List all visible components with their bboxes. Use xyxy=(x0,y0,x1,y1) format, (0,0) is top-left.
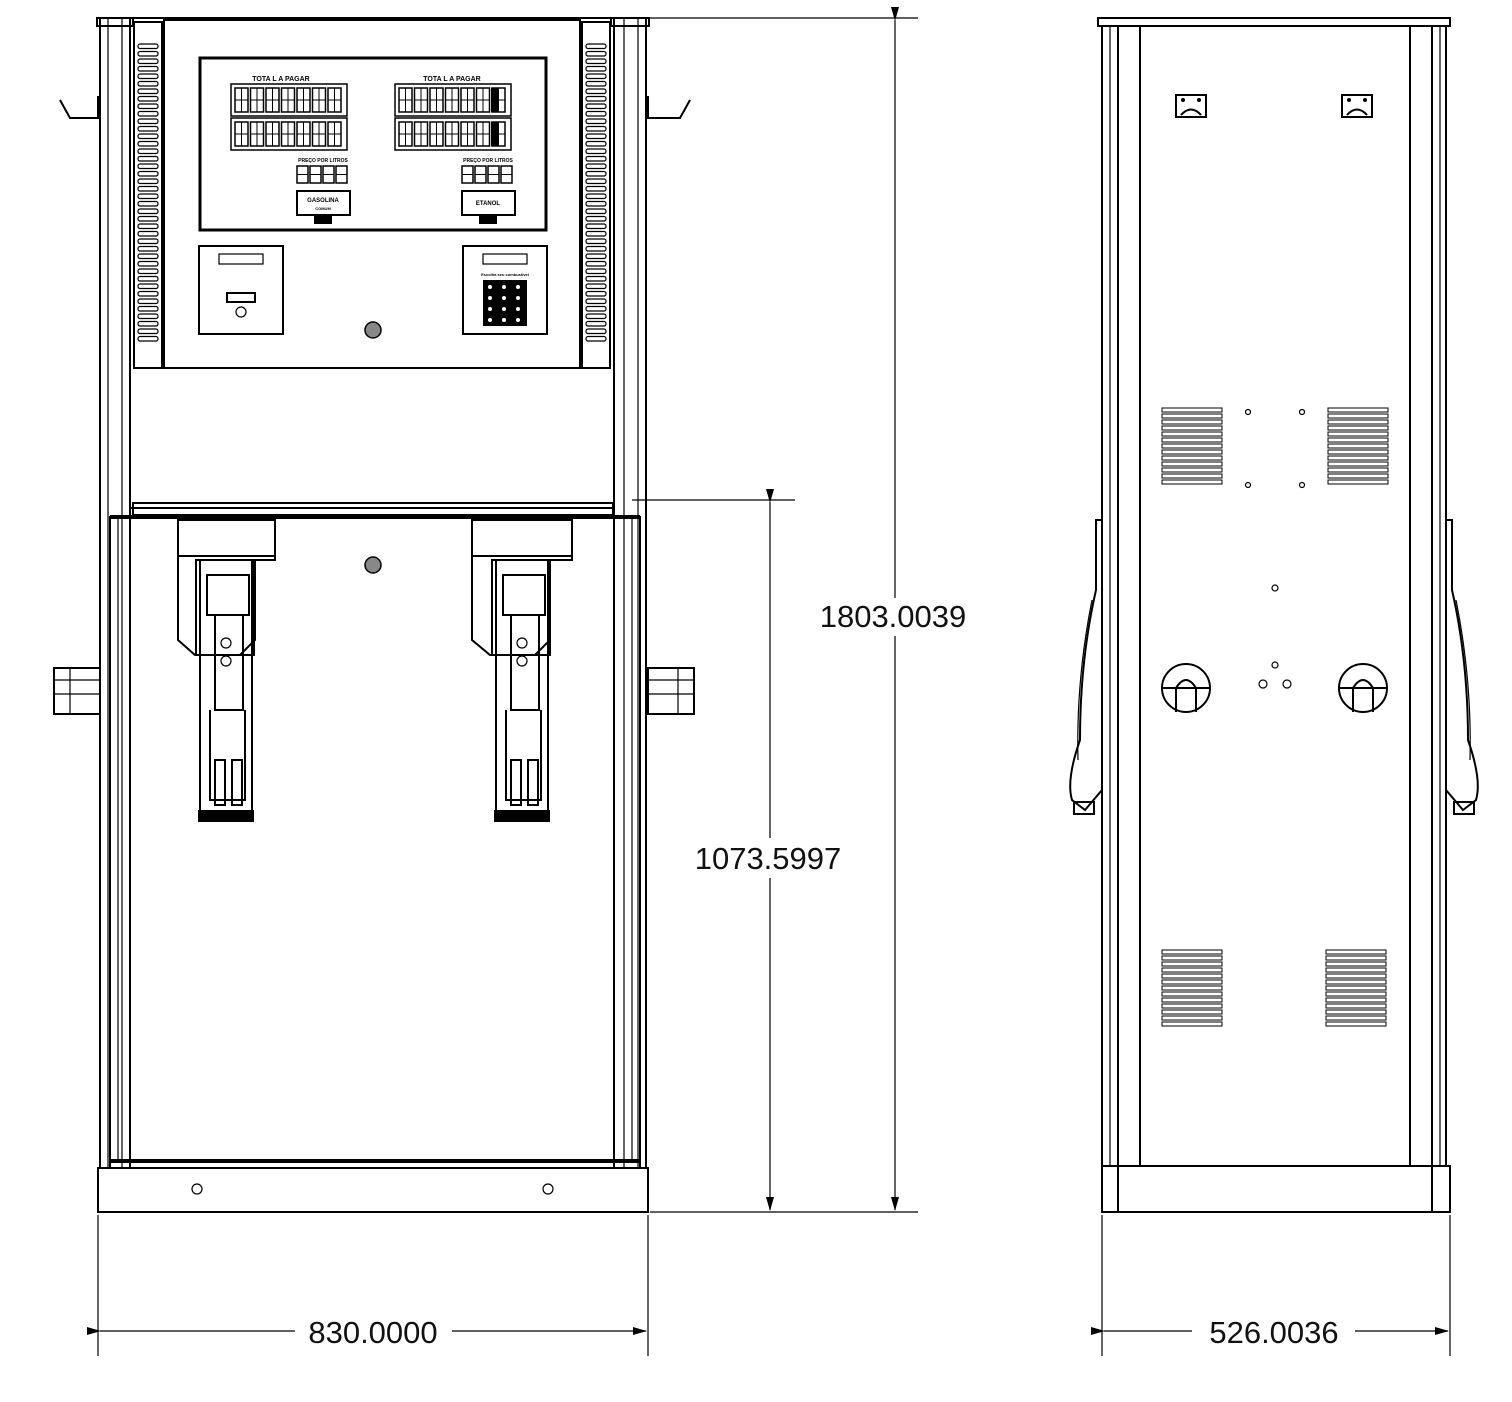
dimension-lines xyxy=(87,7,1451,1356)
left-hose-connector xyxy=(53,667,101,715)
left-column xyxy=(99,17,131,1169)
left-vent-strip xyxy=(133,21,163,369)
price-digit-displays xyxy=(230,83,512,151)
right-hose-icon xyxy=(1445,519,1479,815)
left-vent-slots xyxy=(137,43,159,342)
side-body xyxy=(1101,25,1447,1167)
left-hose-icon xyxy=(1069,519,1103,815)
lift-handle-icon xyxy=(1175,94,1207,118)
lower-cabinet xyxy=(109,516,641,1163)
keypad-keys xyxy=(488,285,520,322)
side-louvers xyxy=(1161,407,1389,1027)
right-nozzle-icon xyxy=(471,519,573,822)
right-product-label: ETANOL xyxy=(476,201,501,207)
left-product-label: GASOLINA xyxy=(307,198,339,204)
keypad-caption: Escolha seu combustível xyxy=(481,272,529,277)
side-fitting-icon xyxy=(1338,663,1388,713)
display-head-panel xyxy=(163,19,581,369)
right-vent-slots xyxy=(585,43,607,342)
screw-icon xyxy=(364,556,382,574)
lift-handle-icon xyxy=(1341,94,1373,118)
upper-housing xyxy=(129,17,615,509)
lower-height-dimension: 1073.5997 xyxy=(695,841,842,876)
side-base-plinth xyxy=(1101,1165,1451,1213)
screw-icon xyxy=(364,321,382,339)
front-width-dimension: 830.0000 xyxy=(308,1315,437,1350)
left-total-header: TOTA L A PAGAR xyxy=(252,76,309,83)
side-top-cap xyxy=(1097,17,1451,27)
mounting-holes xyxy=(1244,408,1306,689)
left-product-sublabel: COMUM xyxy=(315,206,331,211)
right-column xyxy=(613,17,647,1169)
front-view: TOTA L A PAGAR TOTA L A PAGAR PREÇO POR … xyxy=(53,17,695,1213)
side-fitting-icon xyxy=(1161,663,1211,713)
unit-price-digits xyxy=(296,165,513,184)
right-product-plate xyxy=(461,190,516,216)
left-nozzle-icon xyxy=(177,519,276,822)
display-window xyxy=(198,56,548,232)
left-price-label: PREÇO POR LITROS xyxy=(298,158,348,164)
card-slot-icon xyxy=(226,292,256,303)
keypad-panel xyxy=(462,245,548,335)
right-vent-strip xyxy=(581,21,611,369)
right-price-label: PREÇO POR LITROS xyxy=(463,158,513,164)
overall-height-dimension: 1803.0039 xyxy=(820,599,967,634)
side-view xyxy=(1069,17,1479,1213)
card-reader-panel xyxy=(198,245,284,335)
left-hose-hook xyxy=(59,96,99,119)
right-hose-hook xyxy=(647,96,691,119)
front-base-plinth xyxy=(97,1167,649,1213)
right-hose-connector xyxy=(647,667,695,715)
side-width-dimension: 526.0036 xyxy=(1209,1315,1338,1350)
left-product-plate xyxy=(296,190,351,216)
right-total-header: TOTA L A PAGAR xyxy=(423,76,480,83)
